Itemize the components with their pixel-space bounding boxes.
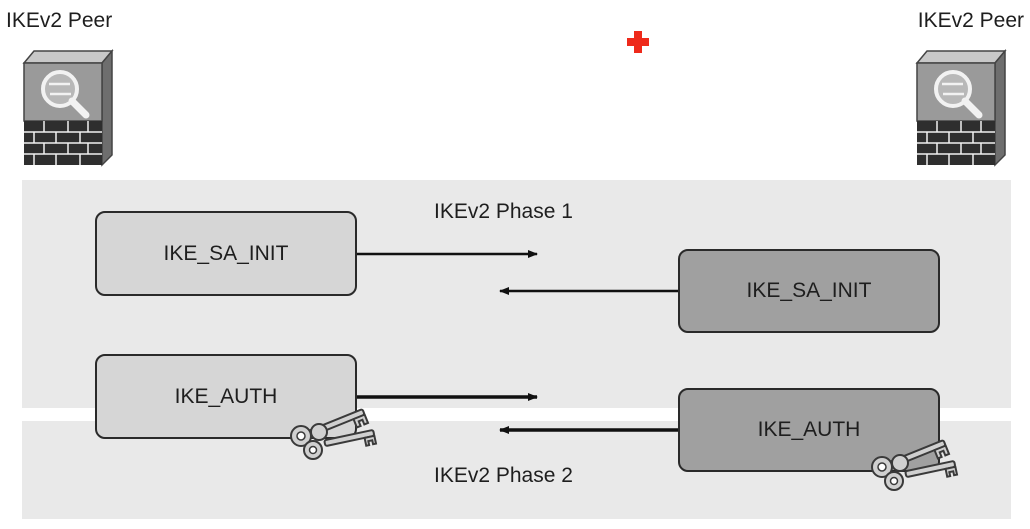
ike-sa-init-label-right: IKE_SA_INIT — [746, 279, 872, 302]
ike-sa-init-label-left: IKE_SA_INIT — [163, 241, 289, 265]
ike-auth-box-left: IKE_AUTH — [95, 354, 357, 439]
ike-sa-init-box-left: IKE_SA_INIT — [95, 211, 357, 296]
red-cross-icon — [627, 31, 649, 53]
phase2-label: IKEv2 Phase 2 — [434, 464, 573, 487]
key-icon — [871, 439, 959, 491]
ike-auth-label-left: IKE_AUTH — [174, 384, 278, 408]
firewall-device-icon — [22, 49, 114, 167]
peer-label-left: IKEv2 Peer — [6, 9, 113, 32]
ike-sa-init-box-right: IKE_SA_INIT — [678, 249, 940, 333]
key-icon — [290, 408, 378, 460]
phase1-label: IKEv2 Phase 1 — [434, 200, 573, 223]
firewall-device-icon — [915, 49, 1007, 167]
peer-label-right: IKEv2 Peer — [917, 9, 1024, 32]
ike-auth-label-right: IKE_AUTH — [757, 418, 861, 441]
